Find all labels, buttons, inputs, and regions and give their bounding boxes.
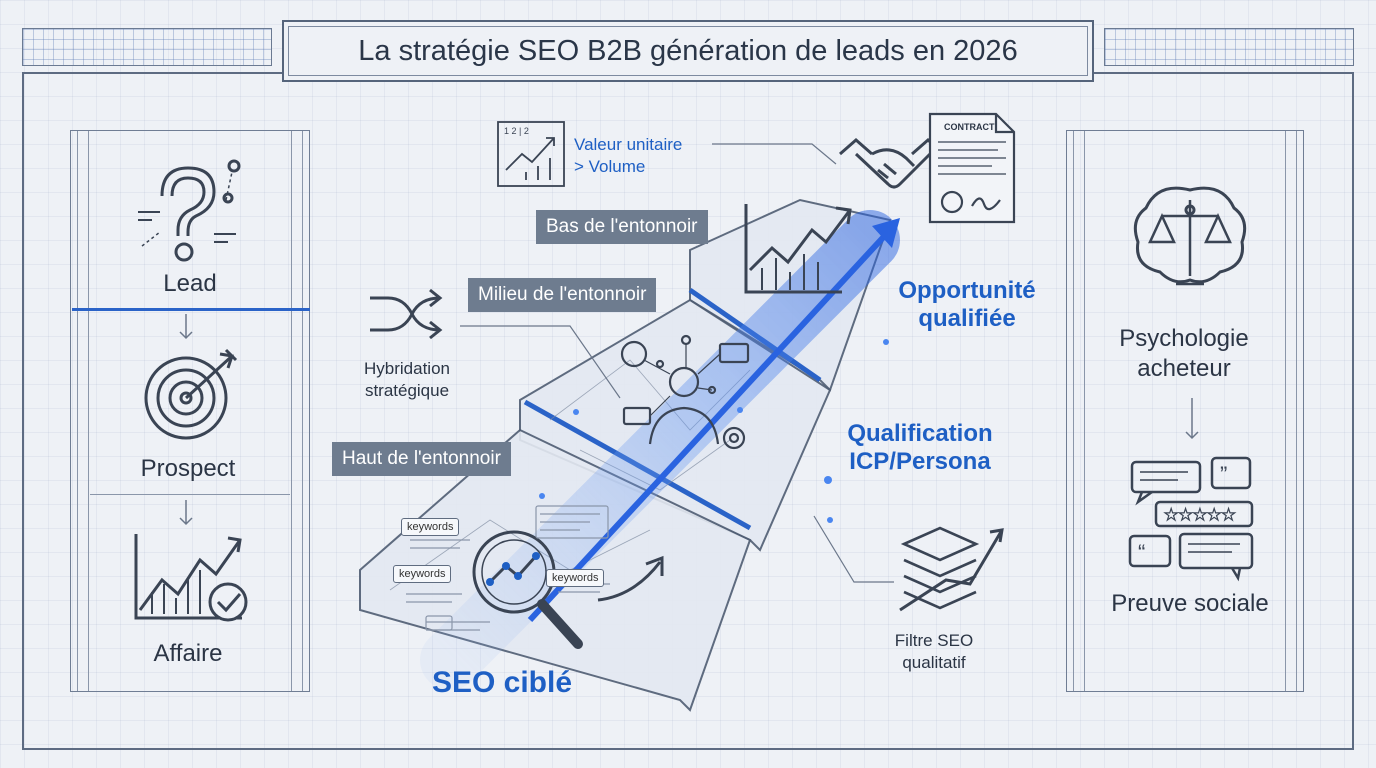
svg-text:”: ”: [1220, 462, 1227, 487]
value-label: Valeur unitaire > Volume: [574, 135, 683, 176]
svg-text:1 2 | 2: 1 2 | 2: [504, 126, 529, 136]
hybrid-label: Hybridation stratégique: [364, 359, 450, 400]
leader-line: [460, 325, 621, 399]
panel-rail: [1285, 131, 1297, 691]
stage-affaire: Affaire: [153, 640, 223, 667]
arrow-down-icon: [1185, 398, 1199, 440]
arrow-down-icon: [179, 500, 193, 526]
keyword-chip: keywords: [401, 518, 460, 536]
question-icon: [138, 159, 241, 262]
target-icon: [144, 348, 238, 440]
funnel-mid-tag: Milieu de l'entonnoir: [468, 278, 657, 312]
svg-text:★★★★★: ★★★★★: [1164, 507, 1236, 524]
contract-label: CONTRACT: [944, 122, 995, 132]
panel-rail: [1073, 131, 1085, 691]
panel-rail: [77, 131, 89, 691]
header-band-right: [1104, 28, 1354, 66]
stage-divider: [72, 308, 310, 311]
stage-prospect: Prospect: [140, 455, 236, 482]
funnel-bottom-tag: Bas de l'entonnoir: [536, 210, 708, 244]
keyword-chip: keywords: [546, 569, 605, 587]
header-band-left: [22, 28, 272, 66]
stage-divider: [90, 494, 290, 495]
leader-line: [712, 143, 837, 165]
funnel-diagram: [359, 198, 900, 712]
panel-rail: [291, 131, 303, 691]
arrow-down-icon: [179, 314, 193, 340]
filter-layers-icon: [899, 526, 1004, 612]
leader-line: [813, 515, 894, 583]
title-banner: La stratégie SEO B2B génération de leads…: [282, 20, 1094, 82]
curved-arrow-icon: [597, 555, 664, 602]
shuffle-icon: [370, 288, 443, 340]
filter-label: Filtre SEO qualitatif: [894, 631, 974, 672]
growth-chart-check-icon: [134, 534, 248, 622]
handshake-icon: [839, 138, 945, 189]
brain-scale-icon: [1133, 186, 1247, 286]
qualification-label: Qualification ICP/Persona: [847, 420, 993, 475]
left-panel: [70, 130, 310, 692]
social-proof-label: Preuve sociale: [1111, 590, 1269, 617]
seo-label: SEO ciblé: [431, 666, 573, 699]
right-panel: [1066, 130, 1304, 692]
svg-text:“: “: [1138, 540, 1145, 565]
page-title: La stratégie SEO B2B génération de leads…: [358, 34, 1018, 67]
opportunity-label: Opportunité qualifiée: [898, 277, 1036, 332]
psychology-label: Psychologie acheteur: [1119, 325, 1249, 382]
growth-arrow-chart-icon: [744, 204, 852, 294]
keyword-chip: keywords: [393, 565, 452, 583]
reviews-icon: ” ★★★★★ “: [1128, 456, 1254, 582]
value-chart-icon: 1 2 | 2: [497, 121, 565, 187]
funnel-top-tag: Haut de l'entonnoir: [332, 442, 511, 476]
contract-icon: [928, 112, 1016, 224]
persona-network-icon: [620, 334, 750, 450]
stage-lead: Lead: [163, 270, 217, 297]
